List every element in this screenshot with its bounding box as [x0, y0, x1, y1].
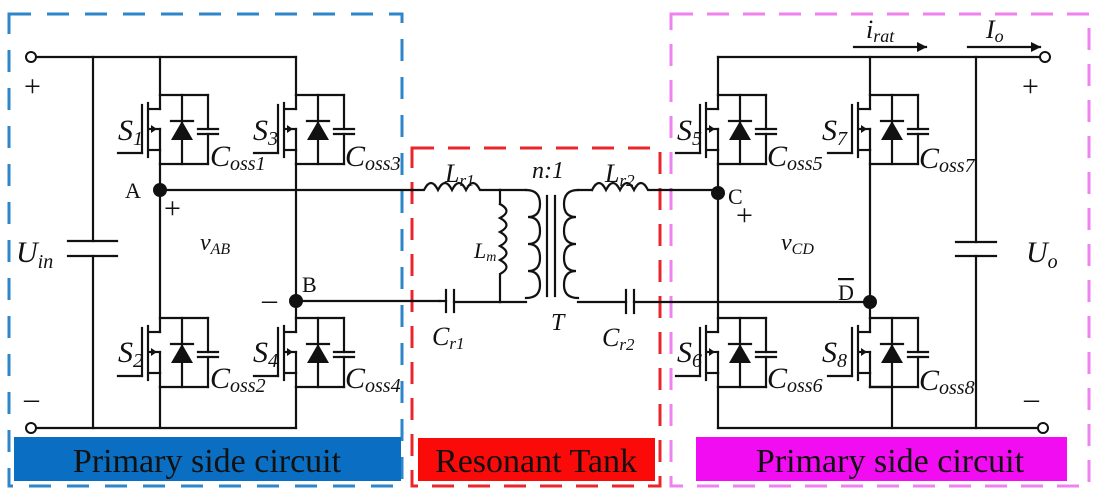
tank-section-border [410, 146, 662, 488]
s6-label: S6 [677, 336, 702, 372]
vcd-plus-sign: + [736, 199, 753, 232]
node-d-dot [863, 295, 877, 309]
lm-label: Lm [473, 238, 496, 265]
secondary-circuit: + – C + vCD D Uo irat Io [669, 15, 1058, 434]
node-b-dot [289, 294, 303, 308]
vab-label: vAB [200, 230, 230, 258]
lr2-inductor [590, 181, 673, 193]
input-plus-sign: + [24, 70, 41, 103]
output-terminal-positive [1039, 51, 1051, 63]
node-a-dot [153, 183, 167, 197]
input-capacitor [66, 55, 119, 430]
s8-label: S8 [822, 336, 847, 372]
lr1-inductor [410, 181, 502, 193]
lr1-label: Lr1 [444, 159, 475, 190]
s1-label: S1 [118, 114, 143, 150]
coss4-label: Coss4 [345, 362, 401, 397]
transformer-secondary-winding [562, 188, 580, 300]
i-o-label: Io [985, 15, 1004, 46]
vab-minus-sign: – [261, 283, 278, 316]
tank-band-label: Resonant Tank [435, 443, 637, 480]
resonant-tank: Lr1 Lm n:1 T Lr2 Cr1 Cr2 [410, 158, 872, 354]
coss3-label: Coss3 [345, 140, 401, 175]
s5-label: S5 [677, 114, 702, 150]
coss8-label: Coss8 [919, 364, 975, 399]
coss2-label: Coss2 [210, 362, 266, 397]
lr2-label: Lr2 [604, 159, 635, 190]
vcd-label: vCD [781, 230, 814, 258]
s7-label: S7 [822, 114, 848, 150]
input-terminal-negative [25, 422, 37, 434]
output-terminal-negative [1037, 422, 1049, 434]
primary-circuit: + – Uin A + B – vAB [16, 51, 442, 434]
coss6-label: Coss6 [767, 362, 823, 397]
primary-section-border [7, 12, 404, 488]
primary-band: Primary side circuit [14, 437, 401, 481]
s3-label: S3 [253, 114, 278, 150]
lm-inductor [497, 202, 508, 304]
output-minus-sign: – [1023, 382, 1040, 415]
cr1-label: Cr1 [432, 322, 464, 353]
input-minus-sign: – [23, 382, 40, 415]
s2-label: S2 [118, 336, 143, 372]
cr2-label: Cr2 [602, 323, 635, 354]
tank-band: Resonant Tank [418, 438, 655, 481]
secondary-band-label: Primary side circuit [756, 443, 1025, 480]
vab-plus-sign: + [164, 192, 181, 225]
secondary-band: Primary side circuit [696, 437, 1067, 481]
input-voltage-label: Uin [16, 236, 53, 273]
output-voltage-label: Uo [1026, 236, 1058, 273]
node-a-label: A [125, 178, 141, 203]
output-capacitor [954, 55, 998, 430]
s4-label: S4 [253, 336, 278, 372]
node-b-label: B [302, 272, 317, 297]
node-d-label: D [838, 280, 854, 305]
coss1-label: Coss1 [210, 140, 266, 175]
output-plus-sign: + [1022, 70, 1039, 103]
node-c-dot [711, 186, 725, 200]
turns-ratio-label: n:1 [532, 158, 564, 184]
coss7-label: Coss7 [919, 142, 976, 177]
transformer-label: T [551, 310, 566, 336]
transformer-primary-winding [524, 188, 542, 300]
input-terminal-positive [25, 51, 37, 63]
node-c-label: C [728, 184, 743, 209]
i-rat-label: irat [866, 15, 895, 46]
coss5-label: Coss5 [767, 140, 823, 175]
primary-band-label: Primary side circuit [73, 443, 342, 480]
